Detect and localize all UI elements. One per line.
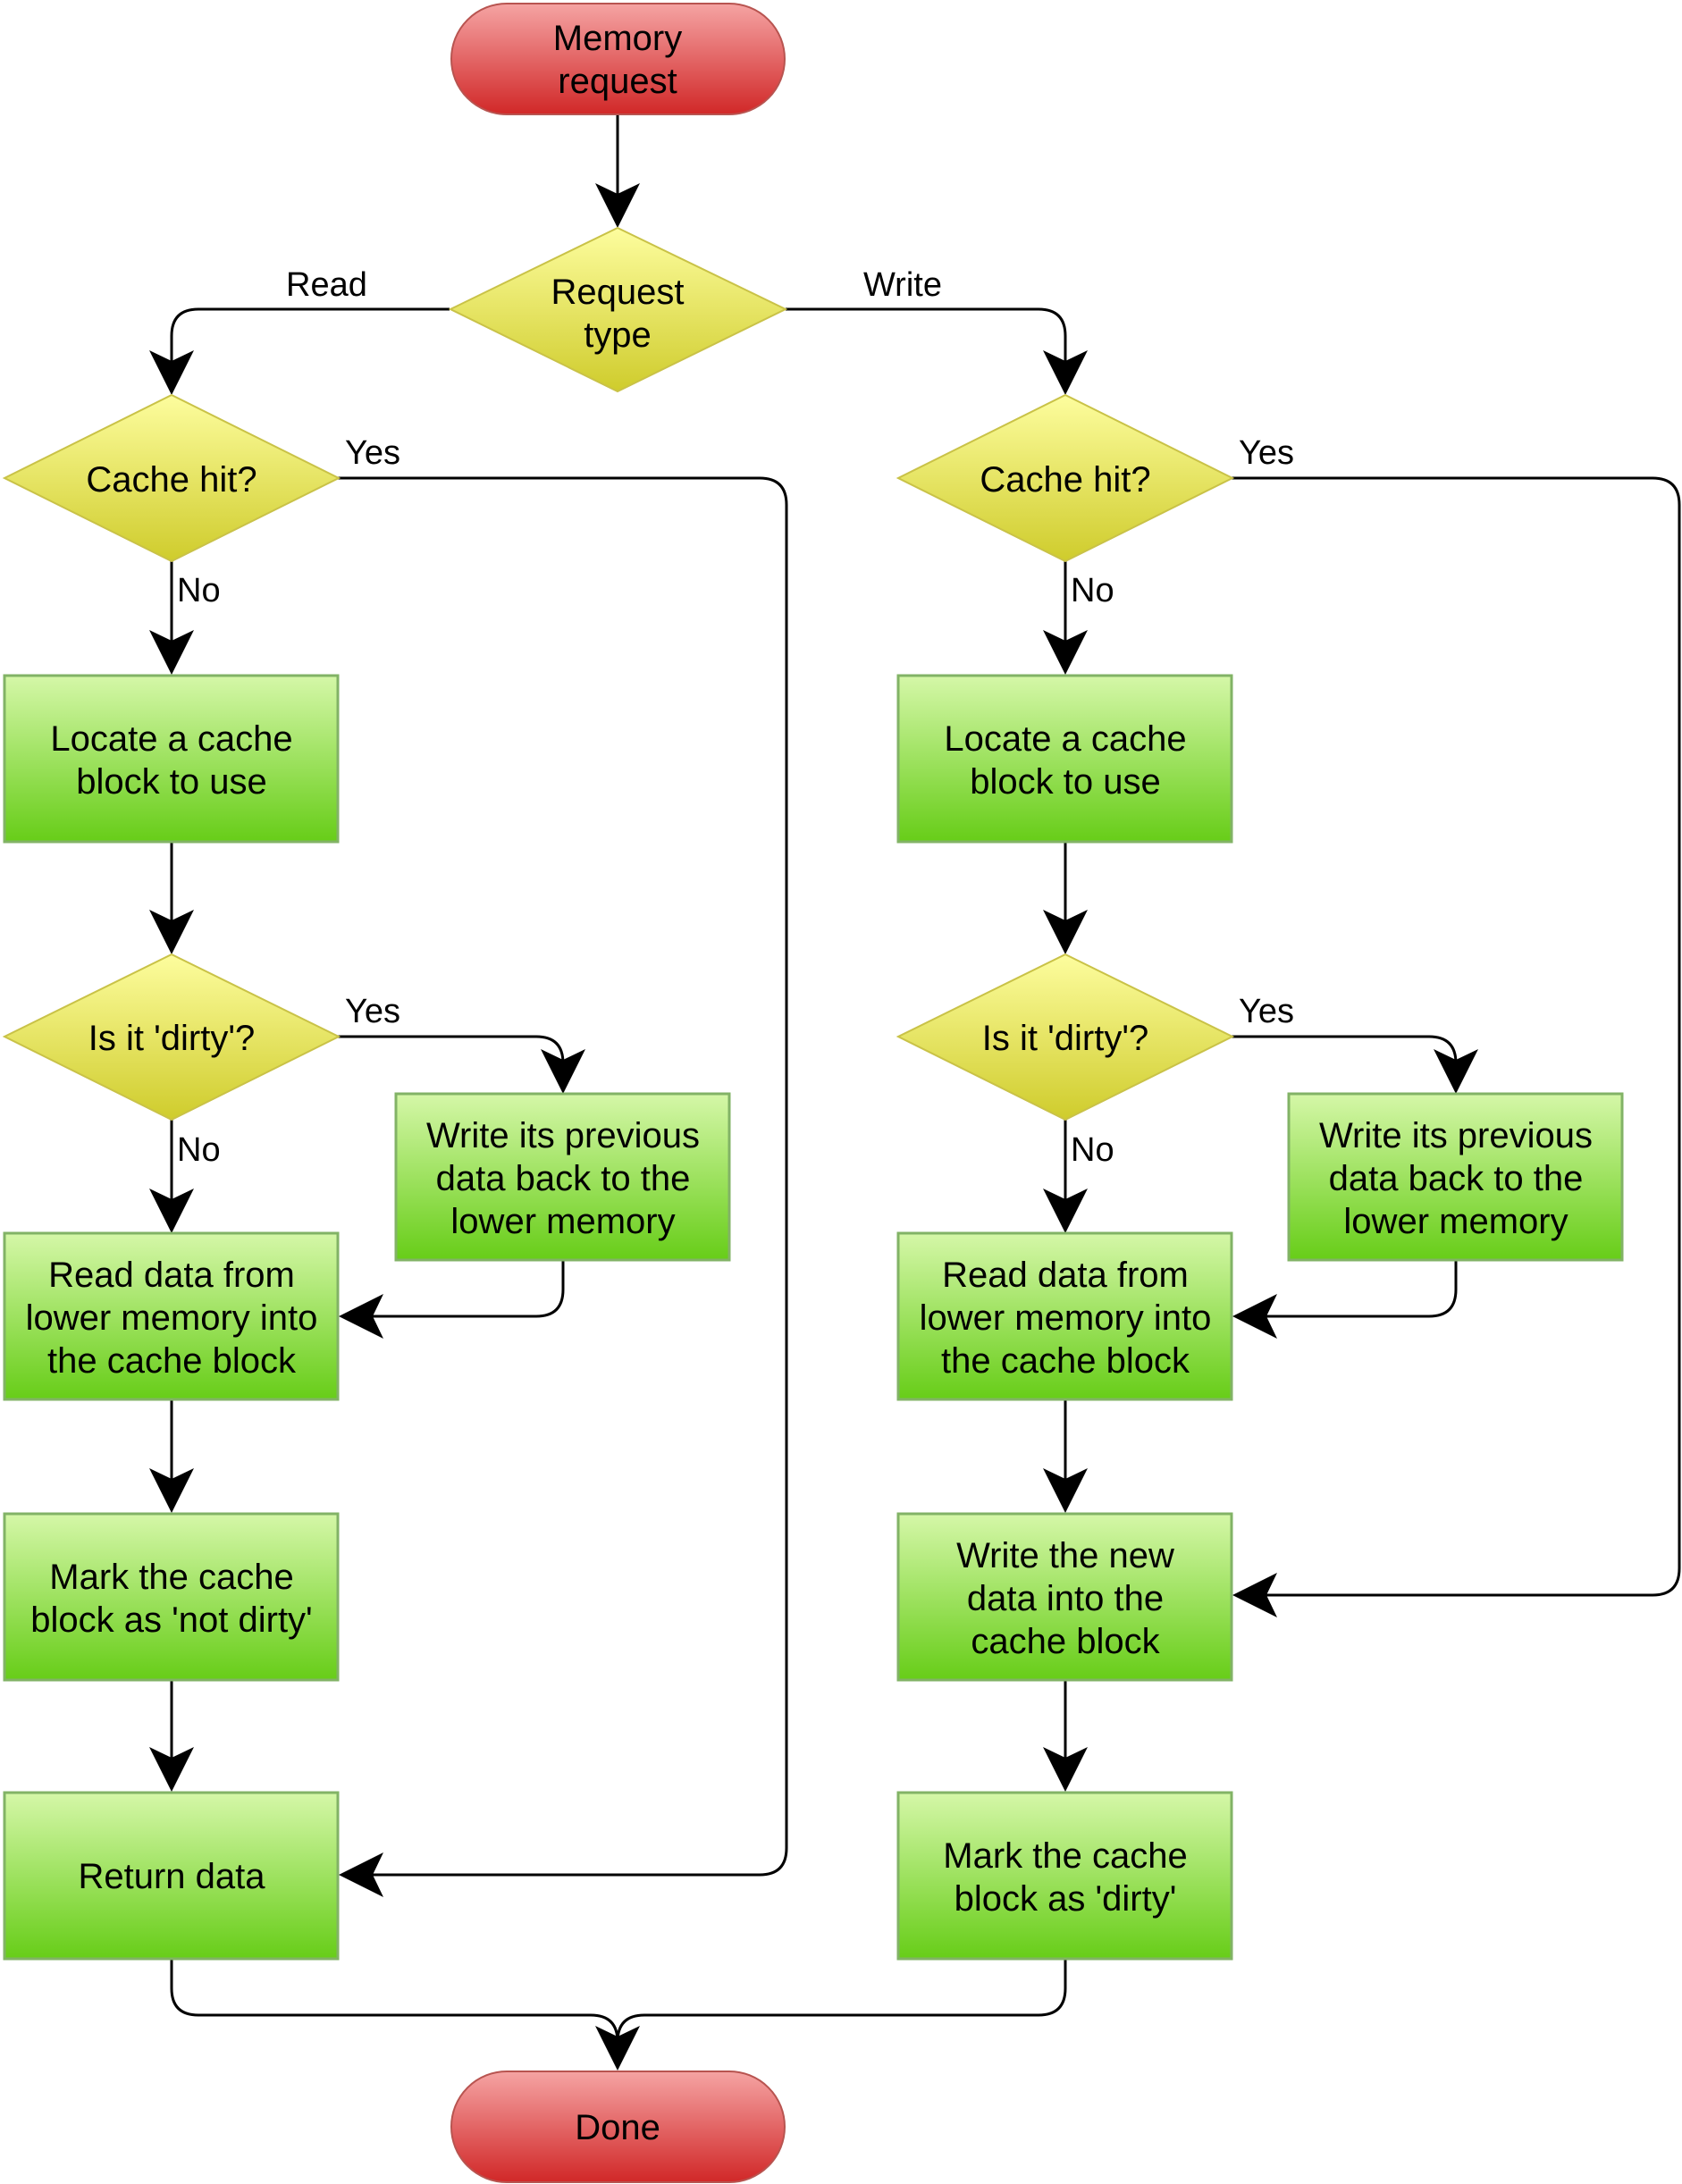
arrowhead-read-writeback bbox=[541, 1049, 585, 1094]
arrowhead-write-writeback bbox=[1434, 1049, 1478, 1094]
write-locate-label-line-1: Locate a cache bbox=[944, 719, 1186, 759]
arrowhead-write-dirty bbox=[1043, 910, 1088, 954]
process-write-writenew bbox=[896, 1512, 1233, 1682]
connector-read-hit-yes bbox=[338, 476, 788, 1877]
read-cache-hit-label: Cache hit? bbox=[86, 460, 257, 500]
process-read-locate bbox=[3, 674, 340, 844]
connector-write-dirty-yes bbox=[1232, 1035, 1458, 1072]
write-writenew-label-line-2: data into the bbox=[967, 1579, 1164, 1618]
done-label: Done bbox=[575, 2108, 660, 2147]
read-dirty-label: Is it 'dirty'? bbox=[88, 1019, 255, 1058]
start-label-line-2: request bbox=[558, 62, 677, 101]
arrowhead-write-writenew-from-hit bbox=[1232, 1573, 1277, 1617]
arrowhead-read-dirty bbox=[149, 910, 194, 954]
edge-label-write-hit-no: No bbox=[1071, 572, 1114, 609]
arrowhead-write-writenew-from-readdata bbox=[1043, 1468, 1088, 1513]
arrowhead-write-readdata-from-dirty bbox=[1043, 1189, 1088, 1233]
write-readdata-label-line-1: Read data from bbox=[942, 1256, 1189, 1295]
process-read-return bbox=[3, 1791, 340, 1961]
write-writenew-label-line-3: cache block bbox=[971, 1622, 1160, 1661]
edge-label-write-dirty-yes: Yes bbox=[1239, 993, 1294, 1030]
edge-label-read: Read bbox=[286, 266, 367, 304]
shapes bbox=[2, 3, 1624, 2183]
read-mark-label-line-1: Mark the cache bbox=[49, 1558, 293, 1597]
read-mark-label-line-2: block as 'not dirty' bbox=[30, 1600, 312, 1640]
arrowheads bbox=[149, 183, 1478, 2071]
read-readdata-label-line-2: lower memory into bbox=[26, 1298, 318, 1338]
edge-label-read-hit-no: No bbox=[177, 572, 221, 609]
read-writeback-label-line-1: Write its previous bbox=[426, 1116, 700, 1155]
process-write-mark bbox=[896, 1791, 1233, 1961]
edge-label-write: Write bbox=[863, 266, 942, 304]
write-writenew-label-line-1: Write the new bbox=[956, 1536, 1174, 1575]
arrowhead-done bbox=[595, 2026, 640, 2071]
read-readdata-label-line-3: the cache block bbox=[47, 1341, 297, 1381]
connector-write-mark-to-done bbox=[616, 1959, 1067, 2046]
decision-write-cache-hit bbox=[896, 393, 1235, 563]
process-write-locate bbox=[896, 674, 1233, 844]
arrowhead-read-locate bbox=[149, 630, 194, 675]
decision-read-cache-hit bbox=[2, 393, 341, 563]
request-type-label-line-2: type bbox=[584, 315, 652, 355]
connector-write-writeback-to-readdata bbox=[1265, 1260, 1458, 1318]
connector-read-branch bbox=[170, 307, 450, 368]
edge-label-write-hit-yes: Yes bbox=[1239, 434, 1294, 472]
write-readdata-label-line-3: the cache block bbox=[941, 1341, 1190, 1381]
process-write-writeback bbox=[1287, 1092, 1624, 1262]
write-writeback-label-line-3: lower memory bbox=[1343, 1202, 1568, 1241]
write-cache-hit-label: Cache hit? bbox=[980, 460, 1150, 500]
connectors bbox=[170, 114, 1681, 2046]
process-read-writeback bbox=[394, 1092, 731, 1262]
connector-read-dirty-yes bbox=[338, 1035, 565, 1072]
write-mark-label-line-2: block as 'dirty' bbox=[955, 1879, 1177, 1919]
terminal-start bbox=[450, 3, 786, 115]
edge-label-read-dirty-yes: Yes bbox=[345, 993, 400, 1030]
decision-write-dirty bbox=[896, 953, 1235, 1121]
write-writeback-label-line-2: data back to the bbox=[1329, 1159, 1584, 1198]
read-writeback-label-line-2: data back to the bbox=[436, 1159, 691, 1198]
write-dirty-label: Is it 'dirty'? bbox=[982, 1019, 1148, 1058]
arrowhead-request-type bbox=[595, 183, 640, 228]
write-readdata-label-line-2: lower memory into bbox=[920, 1298, 1212, 1338]
process-read-mark bbox=[3, 1512, 340, 1682]
connector-read-return-to-done bbox=[170, 1959, 619, 2046]
node-labels: Memory request Request type Cache hit? C… bbox=[26, 19, 1593, 2147]
read-locate-label-line-1: Locate a cache bbox=[50, 719, 292, 759]
terminal-done bbox=[450, 2071, 786, 2183]
write-writeback-label-line-1: Write its previous bbox=[1319, 1116, 1593, 1155]
edge-label-read-hit-yes: Yes bbox=[345, 434, 400, 472]
arrowhead-read-cache-hit bbox=[149, 350, 194, 395]
edge-labels: Read Write Yes No Yes No Yes No Yes No bbox=[177, 266, 1294, 1169]
write-locate-label-line-2: block to use bbox=[970, 762, 1160, 802]
start-label-line-1: Memory bbox=[553, 19, 682, 58]
arrowhead-write-cache-hit bbox=[1043, 350, 1088, 395]
read-locate-label-line-2: block to use bbox=[76, 762, 266, 802]
connector-write-hit-yes bbox=[1232, 476, 1681, 1597]
request-type-label-line-1: Request bbox=[551, 273, 685, 312]
edge-label-read-dirty-no: No bbox=[177, 1131, 221, 1169]
arrowhead-read-return-from-hit bbox=[339, 1852, 383, 1897]
connector-read-writeback-to-readdata bbox=[371, 1260, 565, 1318]
arrowhead-write-locate bbox=[1043, 630, 1088, 675]
arrowhead-read-return-from-mark bbox=[149, 1747, 194, 1792]
arrowhead-write-mark bbox=[1043, 1747, 1088, 1792]
process-write-readdata bbox=[896, 1231, 1233, 1401]
arrowhead-read-mark bbox=[149, 1468, 194, 1513]
edge-label-write-dirty-no: No bbox=[1071, 1131, 1114, 1169]
read-return-label: Return data bbox=[78, 1857, 265, 1896]
decision-read-dirty bbox=[2, 953, 341, 1121]
process-read-readdata bbox=[3, 1231, 340, 1401]
arrowhead-read-readdata-from-writeback bbox=[339, 1294, 383, 1339]
read-writeback-label-line-3: lower memory bbox=[450, 1202, 675, 1241]
write-mark-label-line-1: Mark the cache bbox=[943, 1836, 1187, 1876]
connector-write-branch bbox=[786, 307, 1067, 368]
arrowhead-write-readdata-from-writeback bbox=[1232, 1294, 1277, 1339]
arrowhead-read-readdata-from-dirty bbox=[149, 1189, 194, 1233]
decision-request-type bbox=[448, 226, 788, 393]
read-readdata-label-line-1: Read data from bbox=[48, 1256, 295, 1295]
